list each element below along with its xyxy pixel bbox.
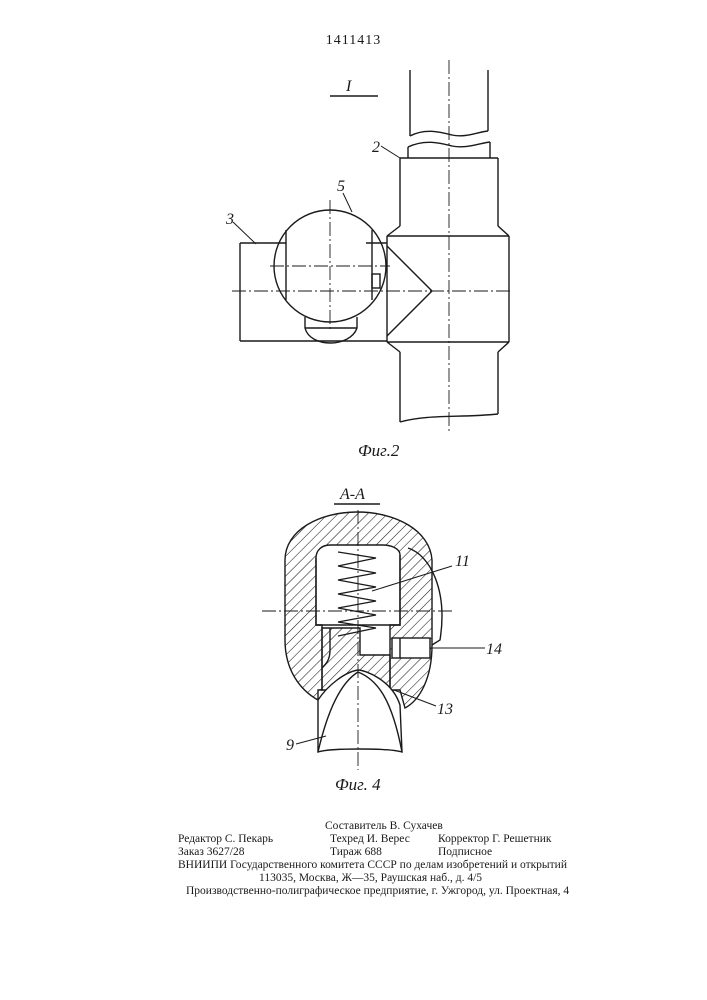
figure-2	[232, 60, 512, 432]
imprint-address: 113035, Москва, Ж—35, Раушская наб., д. …	[259, 871, 482, 885]
figure-4-caption: Фиг. 4	[335, 775, 381, 794]
imprint-order: Заказ 3627/28	[178, 845, 245, 859]
part-label-14: 14	[486, 641, 502, 658]
part-label-3: 3	[225, 211, 234, 228]
figure-2-caption: Фиг.2	[358, 441, 400, 460]
view-label-I: I	[345, 78, 352, 95]
imprint-vniipi: ВНИИПИ Государственного комитета СССР по…	[178, 858, 567, 872]
imprint-editor: Редактор С. Пекарь	[178, 832, 273, 846]
imprint-techred: Техред И. Верес	[330, 832, 410, 846]
spring-part-11	[338, 552, 376, 636]
part-label-11: 11	[455, 553, 470, 570]
imprint-circulation: Тираж 688	[330, 845, 382, 859]
arm-part-3	[240, 243, 387, 341]
section-label-A-A: А-А	[339, 486, 365, 503]
part-label-2: 2	[372, 139, 380, 156]
imprint-printer: Производственно-полиграфическое предприя…	[186, 884, 569, 898]
part-label-5: 5	[337, 178, 345, 195]
figure-4	[262, 510, 485, 770]
part-label-9: 9	[286, 737, 294, 754]
imprint-subscription: Подписное	[438, 845, 492, 859]
part-label-13: 13	[437, 701, 453, 718]
imprint-compiler: Составитель В. Сухачев	[325, 819, 443, 833]
shaft-part-2	[387, 158, 509, 422]
imprint-corrector: Корректор Г. Решетник	[438, 832, 551, 846]
